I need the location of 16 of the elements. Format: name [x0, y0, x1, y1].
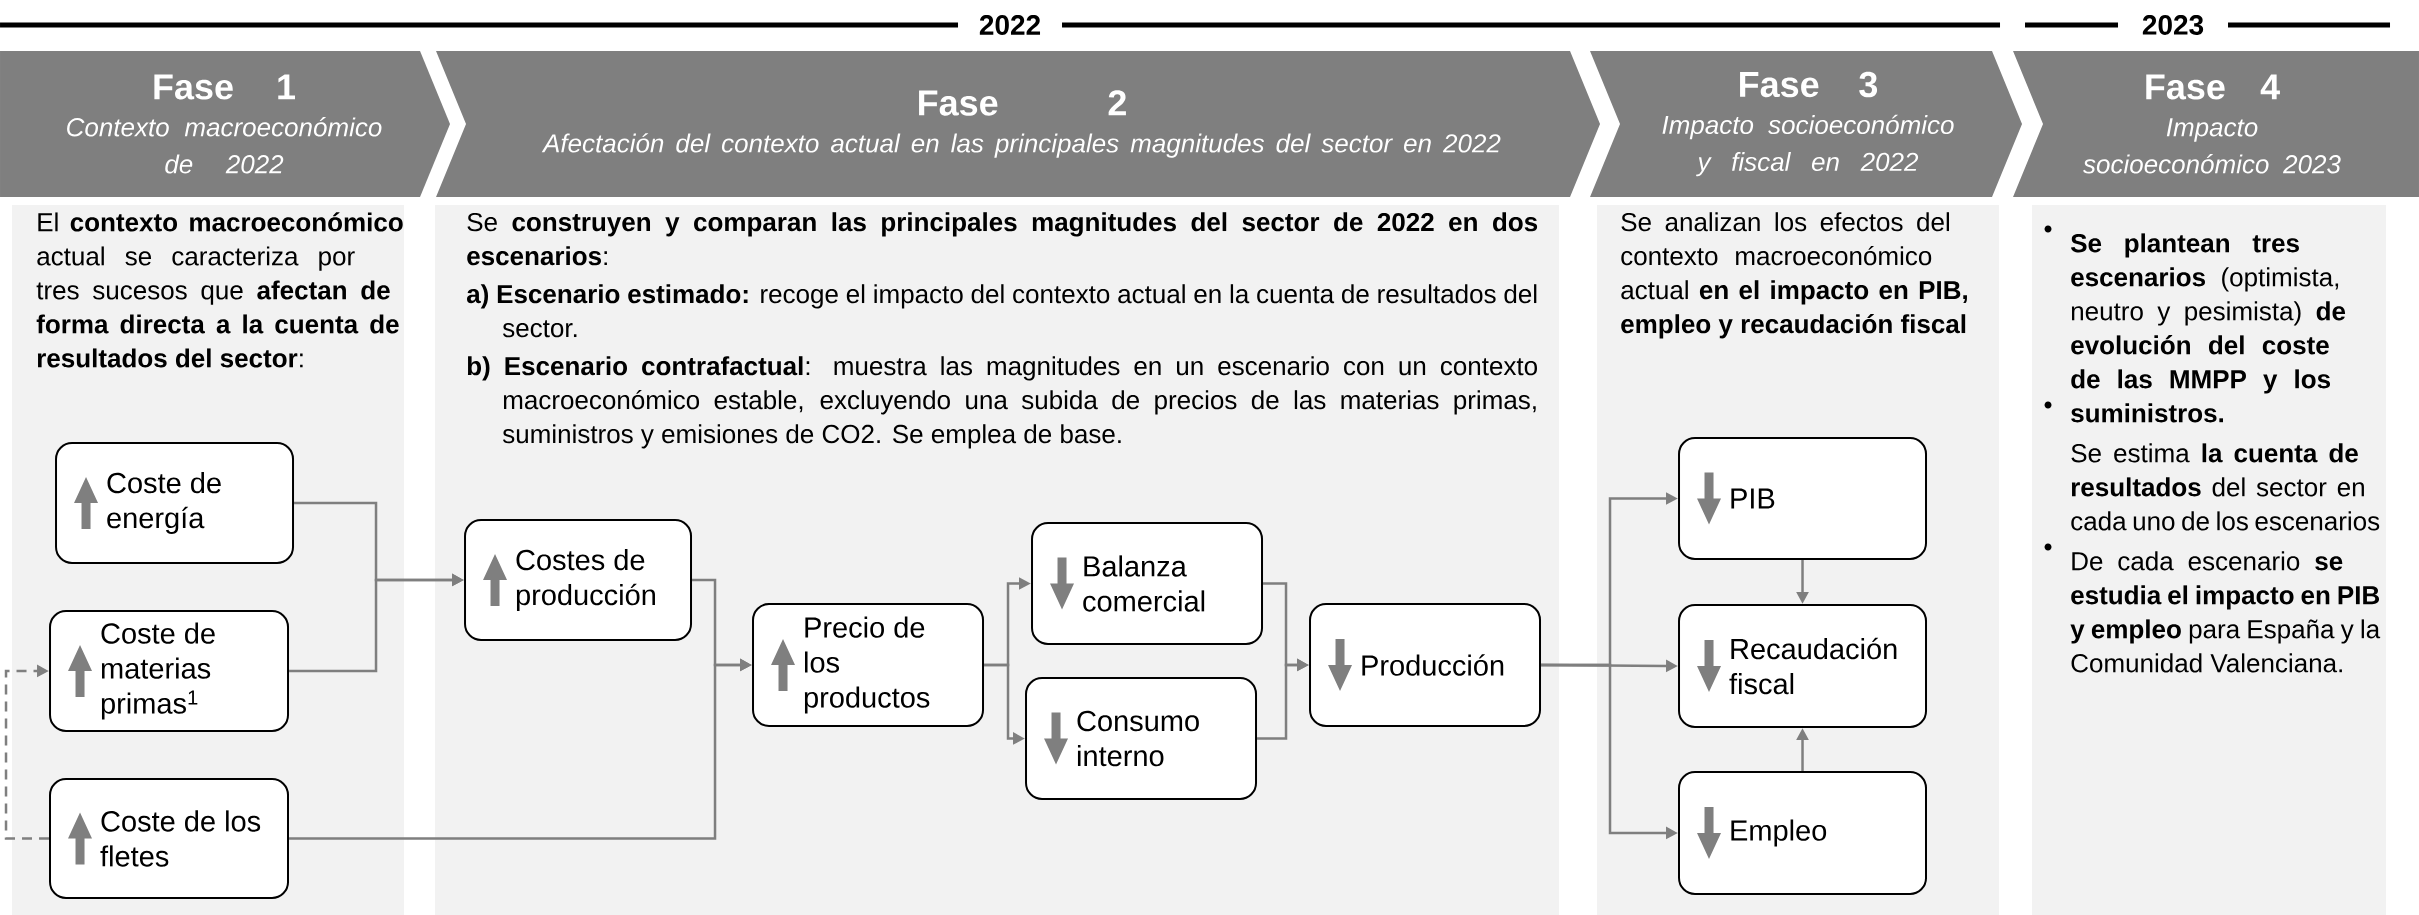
panel: Se plantean tres escenarios (optimista, neutro y pesimista) de evolución del coste de las MMPP y los suministros. Se estima la cuenta de resultados del sector en cada uno de los escenarios De cada escenario se estudia el impacto en PIB y empleo para España y la Comunidad Valenciana. — [2032, 205, 2386, 915]
phase-header: Fase 3 Impacto socioeconómico y fiscal en 2022 — [1590, 51, 2022, 197]
process-box: PIB — [1678, 437, 1927, 560]
process-box: Consumo interno — [1025, 677, 1257, 800]
process-box: Empleo — [1678, 771, 1927, 895]
phase-header: Fase 1 Contexto macroeconómico de 2022 — [0, 51, 450, 197]
process-box: Coste de los fletes — [49, 778, 289, 899]
process-box: Precio de los productos — [752, 603, 984, 727]
process-box: Coste de energía — [55, 442, 294, 564]
process-box: Balanza comercial — [1031, 522, 1263, 645]
process-box: Coste de materias primas$^{1}$ — [49, 610, 289, 732]
process-box: Costes de producción — [464, 519, 692, 641]
process-box: Producción — [1309, 603, 1541, 727]
phase-header: Fase 4 Impacto socioeconómico 2023 — [2013, 51, 2419, 197]
dashed-arrow — [4, 664, 49, 840]
process-box: Recaudación fiscal — [1678, 604, 1927, 728]
